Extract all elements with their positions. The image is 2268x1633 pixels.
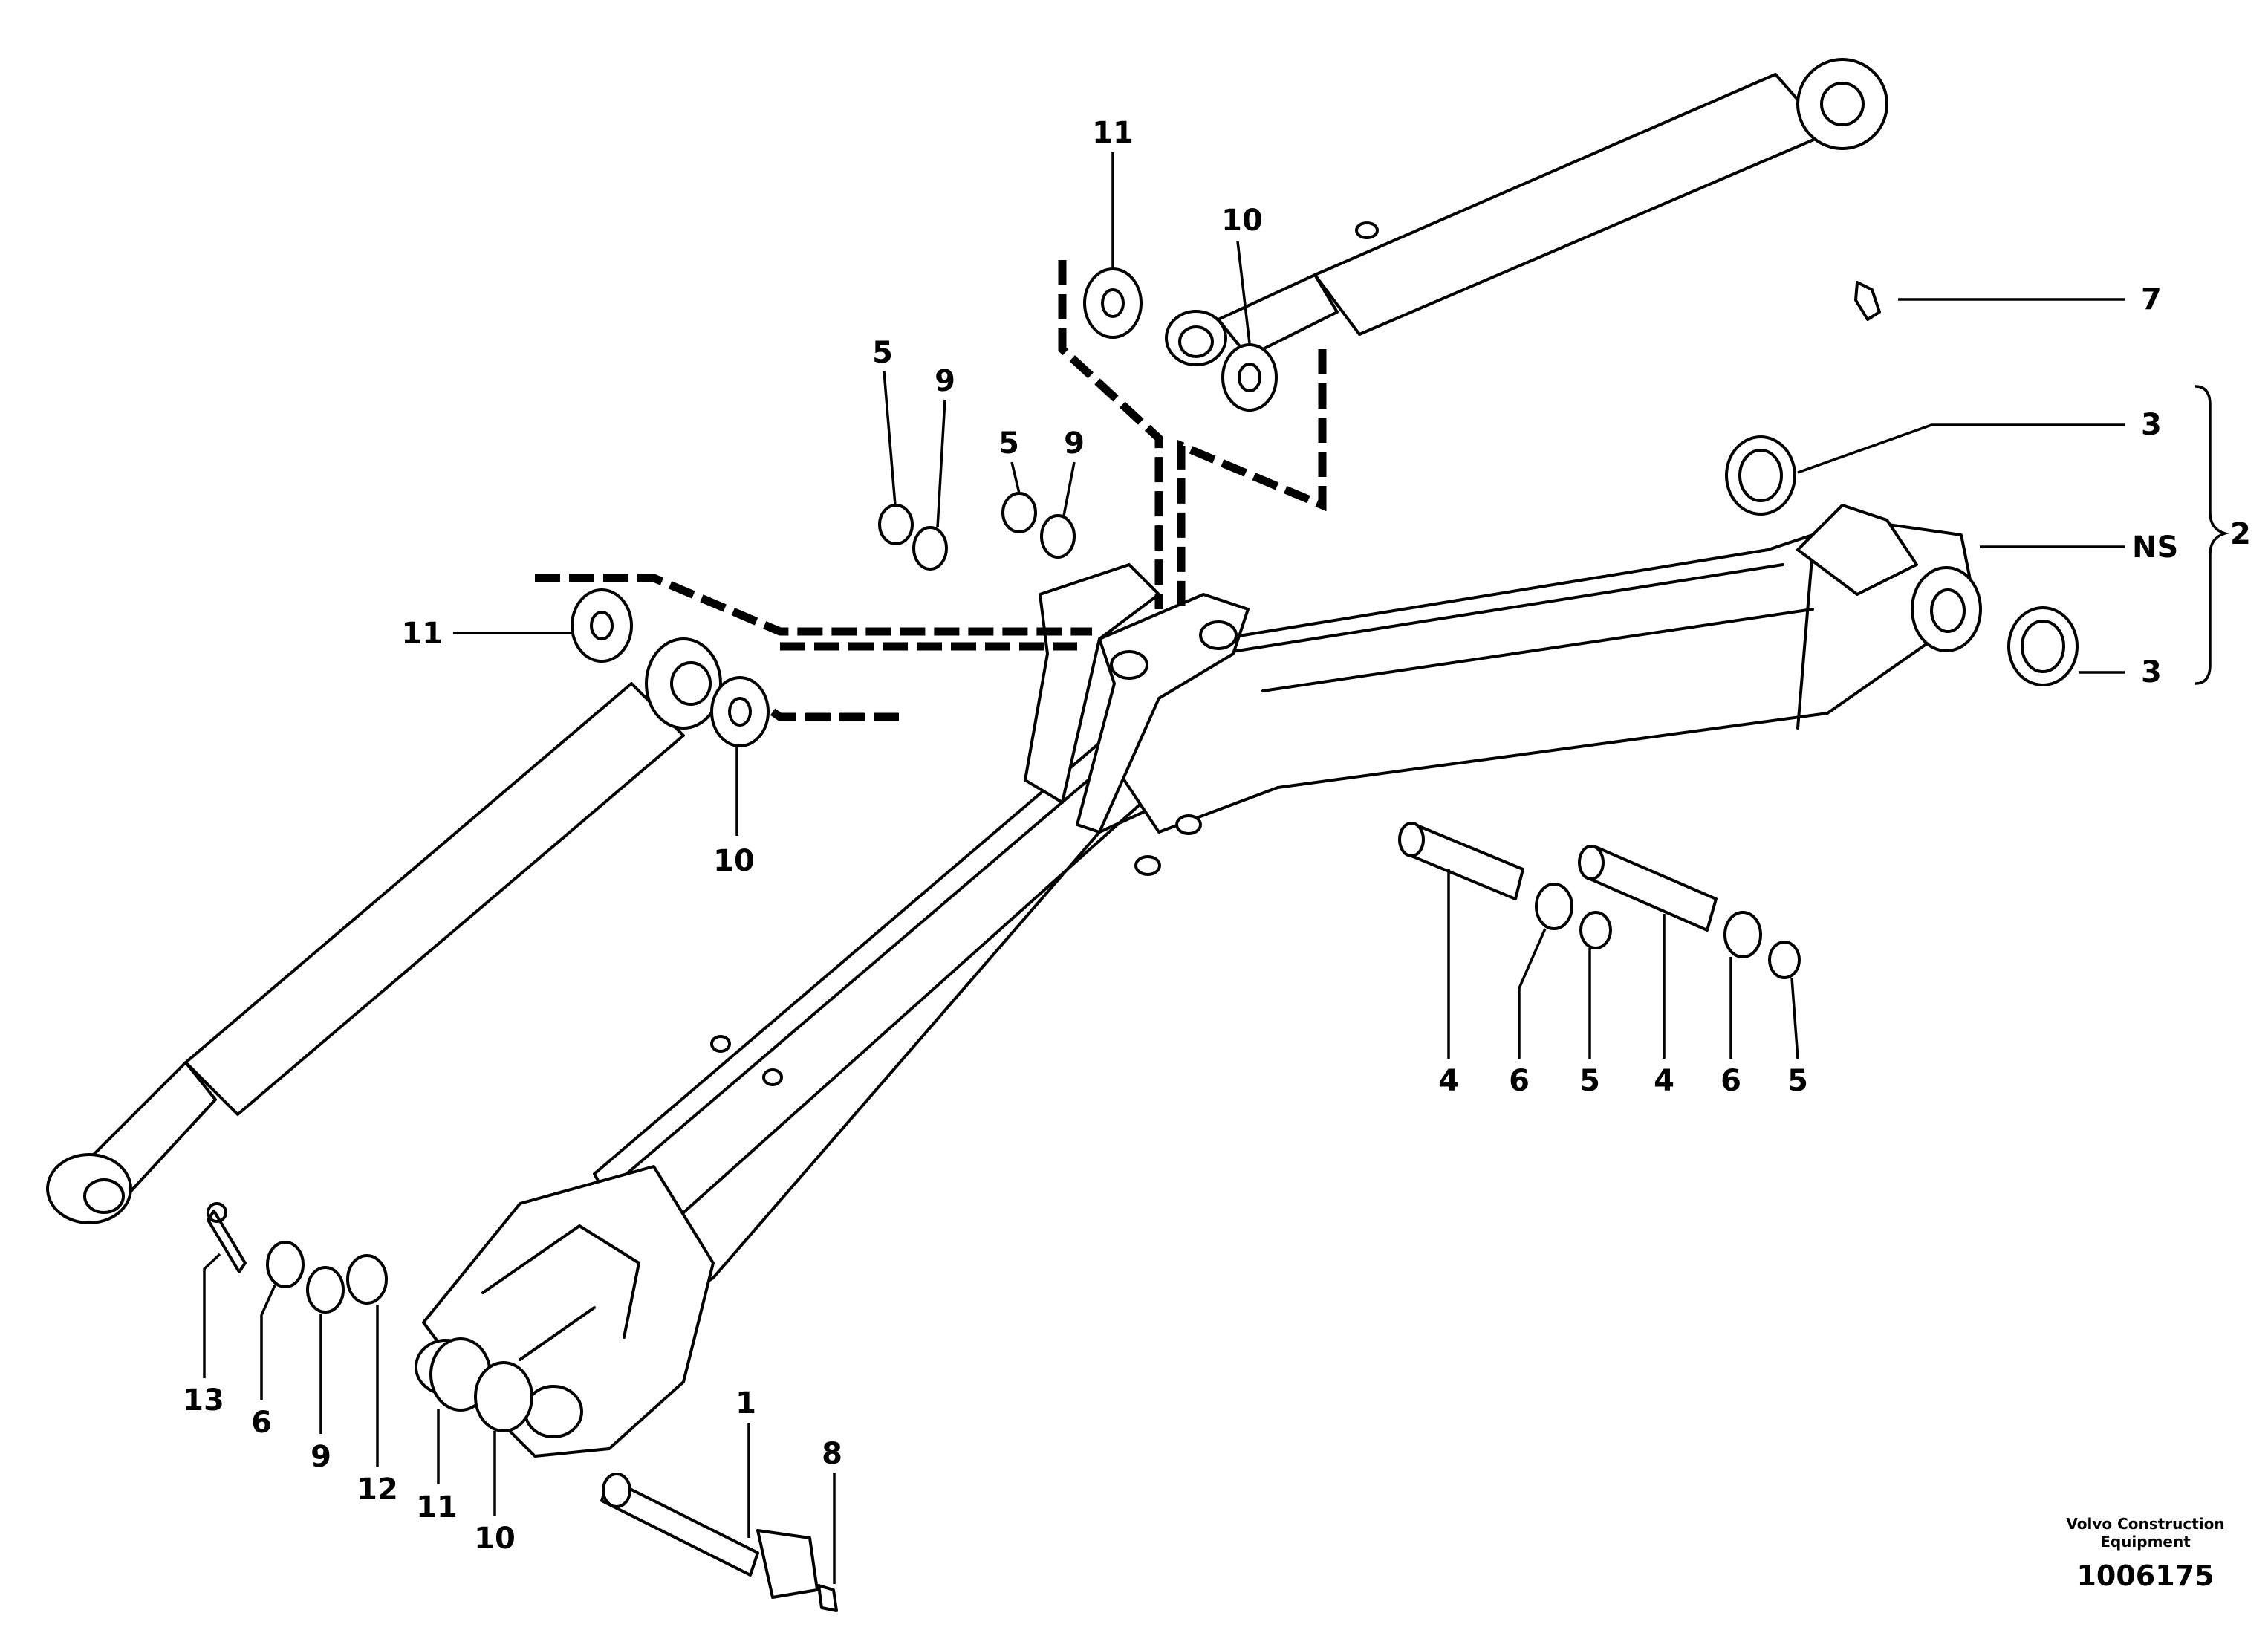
washer-6-front [266, 1241, 305, 1288]
washer-10-left [710, 676, 770, 747]
callout-7: 7 [2141, 282, 2162, 316]
callout-NS: NS [2132, 530, 2178, 565]
snap-ring-5d [1768, 941, 1801, 979]
washer-11-left [571, 588, 633, 663]
drawing-info: Volvo Construction Equipment 1006175 [2066, 1515, 2224, 1592]
washer-9-front [306, 1266, 345, 1314]
mounting-lug-left [1024, 563, 1160, 804]
bushing-3-top [1725, 435, 1796, 516]
callout-10-front: 10 [474, 1522, 516, 1556]
washer-10-front [474, 1361, 533, 1432]
callout-6-front: 6 [251, 1406, 272, 1440]
callout-10-top: 10 [1221, 204, 1263, 238]
bushing-3-bottom [2007, 606, 2079, 686]
callout-6-a: 6 [1509, 1064, 1530, 1098]
callout-5-c: 5 [1579, 1064, 1600, 1098]
callout-5-b: 5 [998, 426, 1019, 461]
washer-9a [912, 526, 948, 571]
callout-9-front: 9 [311, 1440, 331, 1474]
callout-9-a: 9 [935, 364, 955, 398]
washer-11-top [1083, 267, 1143, 339]
brand-line-2: Equipment [2100, 1533, 2191, 1551]
callout-6-b: 6 [1721, 1064, 1741, 1098]
snap-ring-5a [878, 504, 914, 545]
callout-11-front: 11 [416, 1490, 458, 1525]
callout-2: 2 [2230, 517, 2251, 551]
callout-11-top: 11 [1092, 116, 1134, 150]
callout-labels: 11 10 7 3 NS 3 2 5 9 5 9 11 10 4 6 5 4 6… [183, 116, 2251, 1556]
brand-line-1: Volvo Construction [2066, 1515, 2224, 1533]
washer-12 [346, 1254, 388, 1305]
snap-ring-5b [1001, 492, 1037, 533]
callout-12: 12 [357, 1473, 398, 1507]
leader-lines [203, 152, 2125, 1584]
left-hydraulic-cylinder [46, 637, 722, 1224]
callout-4-b: 4 [1654, 1064, 1674, 1098]
callout-5-a: 5 [872, 336, 893, 370]
bolt-8 [817, 1584, 838, 1612]
washer-10-top [1221, 343, 1278, 412]
callout-8: 8 [822, 1437, 842, 1471]
left-cylinder-bearing-icon [83, 1178, 125, 1214]
callout-3-top: 3 [2141, 408, 2162, 442]
rear-pivot-boss [1911, 566, 1982, 652]
callout-4-a: 4 [1438, 1064, 1459, 1098]
washer-6b [1723, 911, 1762, 958]
snap-ring-5c [1579, 911, 1612, 949]
callout-11-left: 11 [401, 617, 443, 651]
grease-nipple-7 [1854, 281, 1881, 321]
group-bracket-2 [2194, 385, 2230, 685]
callout-5-d: 5 [1787, 1064, 1808, 1098]
washer-9b [1040, 514, 1076, 559]
callout-13: 13 [183, 1383, 224, 1418]
callout-10-left: 10 [713, 844, 755, 878]
callout-9-b: 9 [1064, 426, 1085, 461]
callout-1: 1 [735, 1386, 756, 1421]
callout-3-bottom: 3 [2141, 655, 2162, 689]
attachment-dashed-outlines [535, 260, 1327, 721]
upper-hydraulic-cylinder [1165, 58, 1888, 366]
washer-6a [1535, 883, 1573, 930]
upper-cylinder-bearing-icon [1820, 82, 1865, 126]
drawing-number: 1006175 [2076, 1559, 2214, 1592]
loose-parts [207, 267, 2079, 1612]
boom-arm [415, 504, 1982, 1458]
pin-4a [1406, 823, 1524, 900]
